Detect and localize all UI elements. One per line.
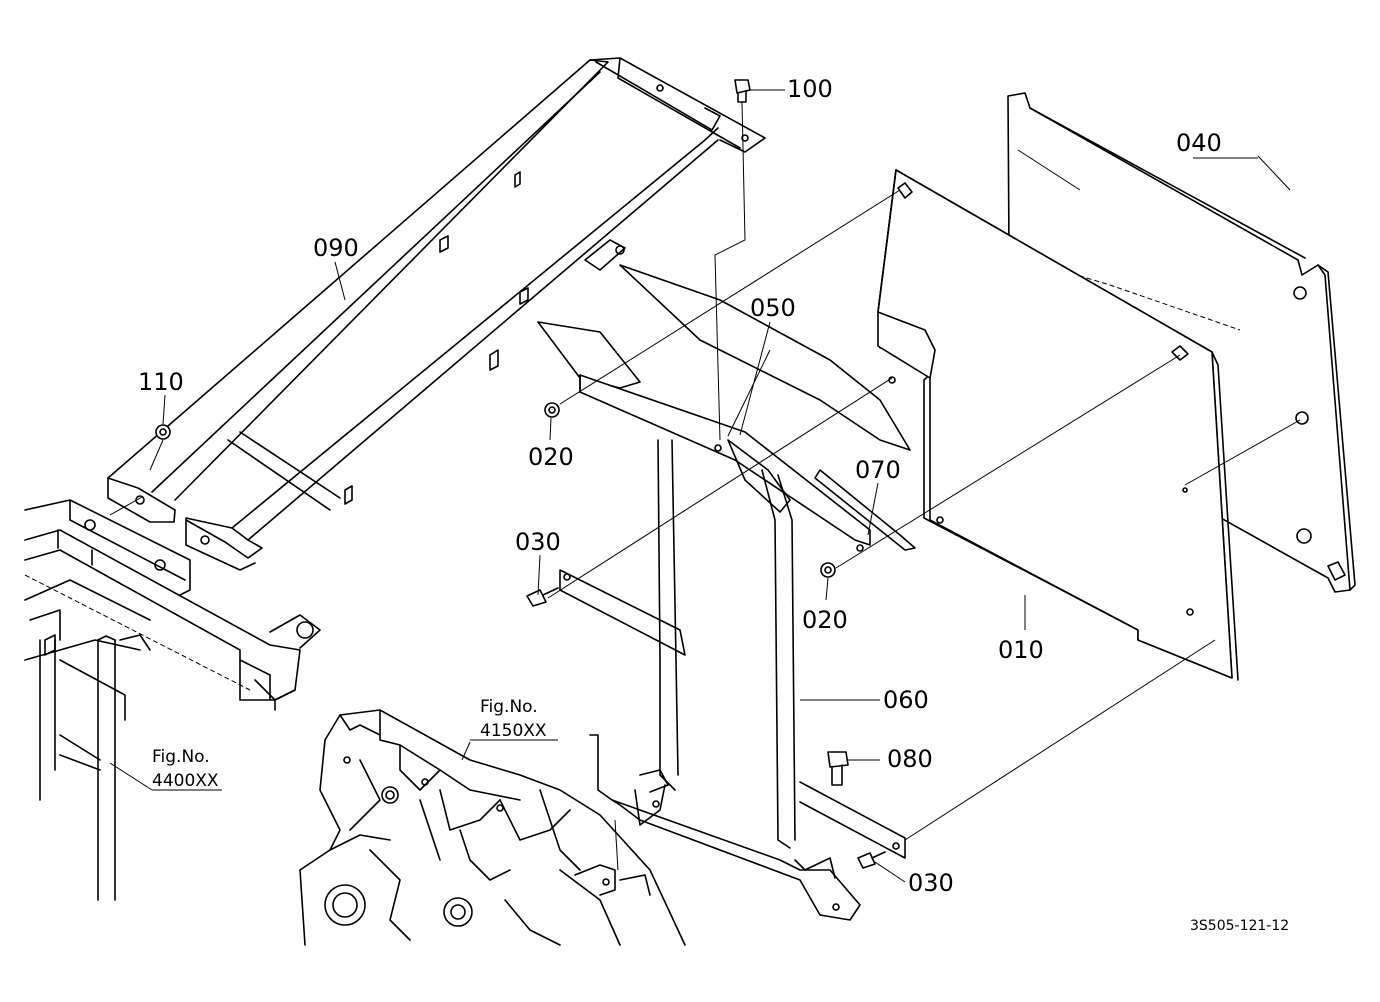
alignment-lines — [109, 101, 1301, 871]
figure-ref-prefix: Fig.No. — [152, 747, 210, 767]
part-label-090: 090 — [313, 234, 359, 262]
part-label-070: 070 — [855, 456, 901, 484]
part-label-040: 040 — [1176, 129, 1222, 157]
part-label-020-lower: 020 — [802, 606, 848, 634]
part-label-030-left: 030 — [515, 528, 561, 556]
figure-ref-4400xx: Fig.No. 4400XX — [152, 747, 219, 791]
frame-090 — [107, 57, 766, 571]
bolt-030-left — [526, 587, 559, 607]
side-frame-reference — [24, 499, 321, 901]
part-label-020-upper: 020 — [528, 443, 574, 471]
bolt-030-right — [857, 851, 886, 869]
diagram-code: 3S505-121-12 — [1190, 918, 1289, 934]
figure-ref-number: 4400XX — [152, 771, 219, 791]
engine-housing-reference — [299, 709, 686, 946]
part-labels: 100 040 090 050 110 020 070 030 020 010 … — [138, 75, 1222, 897]
nut-020-lower — [820, 562, 836, 578]
rod-070 — [814, 469, 916, 551]
part-label-100: 100 — [787, 75, 833, 103]
part-label-110: 110 — [138, 368, 184, 396]
nut-020-upper — [544, 402, 560, 418]
bracket-050 — [537, 264, 911, 552]
bolt-080 — [827, 751, 849, 786]
stay-060 — [559, 439, 906, 921]
part-label-010: 010 — [998, 636, 1044, 664]
nut-110 — [155, 424, 171, 440]
bolt-100 — [734, 79, 751, 103]
label-leaders — [109, 89, 1291, 883]
part-label-030-right: 030 — [908, 869, 954, 897]
part-label-060: 060 — [883, 686, 929, 714]
panel-010 — [877, 169, 1239, 681]
figure-ref-number: 4150XX — [480, 721, 547, 741]
part-label-080: 080 — [887, 745, 933, 773]
part-label-050: 050 — [750, 294, 796, 322]
figure-ref-prefix: Fig.No. — [480, 697, 538, 717]
figure-ref-4150xx: Fig.No. 4150XX — [480, 697, 547, 741]
